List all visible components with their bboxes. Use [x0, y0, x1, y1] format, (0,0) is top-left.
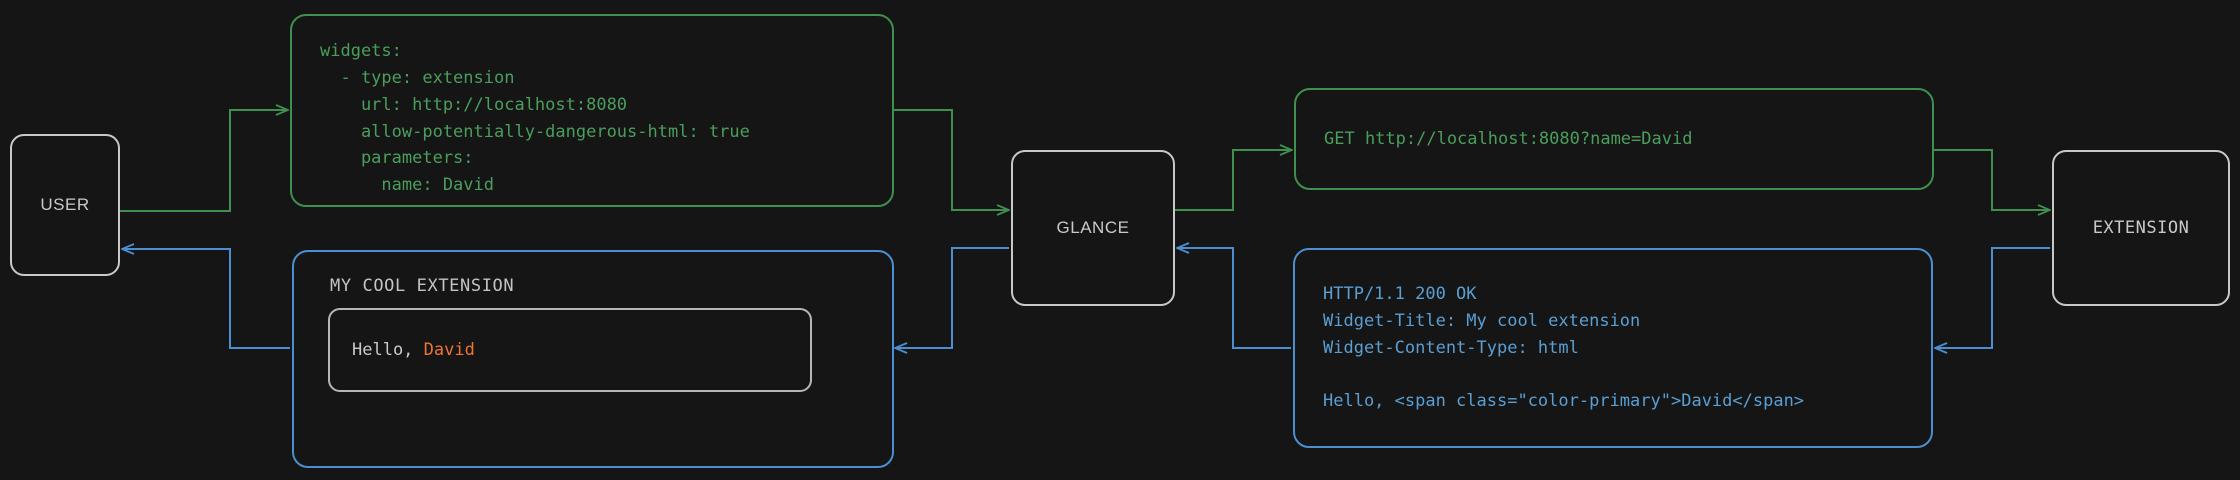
edge-response-to-glance	[1177, 248, 1291, 349]
panel-config-yaml[interactable]: widgets: - type: extension url: http://l…	[290, 14, 894, 207]
edge-glance-to-request	[1175, 150, 1292, 211]
widget-greeting: Hello, David	[352, 340, 475, 360]
panel-http-response[interactable]: HTTP/1.1 200 OK Widget-Title: My cool ex…	[1293, 248, 1933, 448]
panel-http-request[interactable]: GET http://localhost:8080?name=David	[1294, 88, 1934, 190]
panel-rendered-widget[interactable]: MY COOL EXTENSION Hello, David	[292, 250, 894, 468]
config-yaml-code: widgets: - type: extension url: http://l…	[320, 41, 750, 196]
node-extension-label: EXTENSION	[2092, 218, 2190, 238]
widget-greeting-prefix: Hello,	[352, 340, 424, 360]
edge-user-to-config	[120, 110, 288, 212]
node-user-label: USER	[40, 195, 90, 214]
edge-request-to-extension	[1933, 149, 2050, 210]
edge-widget-to-user	[122, 249, 290, 349]
widget-greeting-name: David	[423, 340, 475, 360]
widget-content-box: Hello, David	[328, 308, 812, 392]
http-response-code: HTTP/1.1 200 OK Widget-Title: My cool ex…	[1323, 283, 1805, 412]
node-extension[interactable]: EXTENSION	[2052, 150, 2230, 306]
node-glance-label: GLANCE	[1056, 218, 1130, 237]
node-glance[interactable]: GLANCE	[1011, 150, 1175, 306]
edge-glance-to-widget	[895, 247, 1009, 348]
node-user[interactable]: USER	[10, 134, 120, 276]
widget-title: MY COOL EXTENSION	[330, 276, 515, 296]
http-request-code: GET http://localhost:8080?name=David	[1324, 128, 1693, 149]
edge-config-to-glance	[893, 109, 1009, 210]
edge-extension-to-response	[1935, 247, 2050, 348]
